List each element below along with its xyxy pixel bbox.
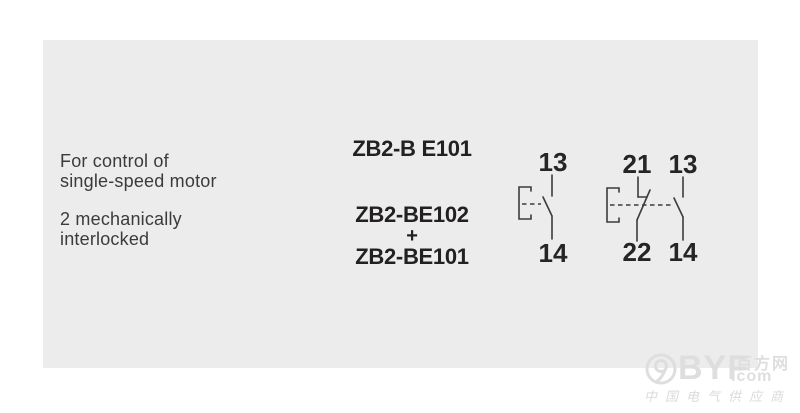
watermark-domain-text: .com — [731, 368, 773, 385]
model-label-single: ZB2-B E101 — [352, 136, 472, 161]
description-line-2: single-speed motor — [60, 171, 217, 191]
description-paragraph-1: For control of single-speed motor — [60, 151, 217, 191]
description-paragraph-2: 2 mechanically interlocked — [60, 209, 217, 249]
model-label-combo-second: ZB2-BE101 — [355, 244, 469, 269]
description-line-1: For control of — [60, 151, 169, 171]
watermark-tagline-text: 中国电气供应商 — [644, 389, 792, 404]
model-label-combo-first: ZB2-BE102 — [355, 202, 469, 227]
description-block: For control of single-speed motor 2 mech… — [60, 151, 217, 249]
model-label-plus: + — [406, 225, 418, 247]
description-line-4: interlocked — [60, 229, 150, 249]
description-line-3: 2 mechanically — [60, 209, 182, 229]
